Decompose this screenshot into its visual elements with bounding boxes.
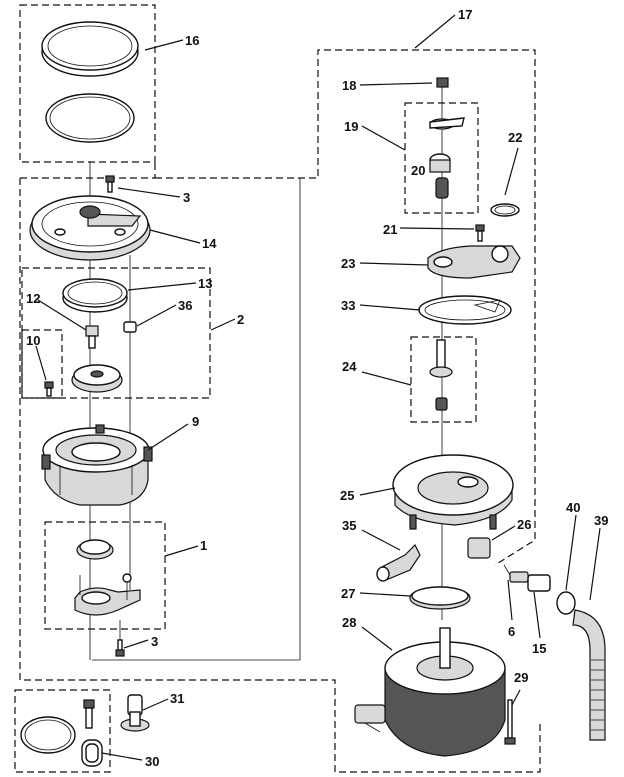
callout-28: 28 — [342, 615, 356, 630]
callout-12: 12 — [26, 291, 40, 306]
callout-6: 6 — [508, 624, 515, 639]
part-6-15-fitting — [503, 564, 551, 592]
callout-33: 33 — [341, 298, 355, 313]
part-28-motor — [354, 627, 506, 757]
callout-35: 35 — [342, 518, 356, 533]
part-40-clamp — [556, 591, 576, 615]
callout-20: 20 — [411, 163, 425, 178]
box-10 — [21, 329, 63, 399]
callout-27: 27 — [341, 586, 355, 601]
callout-24: 24 — [342, 359, 357, 374]
part-19-assembly — [429, 117, 465, 173]
callout-40: 40 — [566, 500, 580, 515]
part-12-nut — [85, 325, 99, 349]
callout-16: 16 — [185, 33, 199, 48]
part-2-impeller — [71, 364, 123, 393]
callout-21: 21 — [383, 222, 397, 237]
part-20-bushing — [435, 177, 449, 199]
callout-1: 1 — [200, 538, 207, 553]
callout-36: 36 — [178, 298, 192, 313]
part-21-screw — [475, 224, 485, 242]
box-19 — [404, 102, 479, 214]
box-1 — [44, 521, 166, 630]
callout-10: 10 — [26, 333, 40, 348]
leader-lines — [35, 14, 601, 761]
part-24-shaft — [429, 339, 453, 411]
part-39-hose — [572, 609, 606, 741]
callout-15: 15 — [532, 641, 546, 656]
callout-2: 2 — [237, 312, 244, 327]
callout-29: 29 — [514, 670, 528, 685]
part-3-screw-top — [105, 175, 115, 193]
callout-3-bottom: 3 — [151, 634, 158, 649]
part-3-screw-bottom — [115, 639, 125, 657]
callout-19: 19 — [344, 119, 358, 134]
part-23-plate — [427, 245, 521, 279]
part-9-housing — [41, 424, 153, 506]
part-18-nut — [436, 77, 449, 88]
part-36-washer — [123, 321, 137, 333]
part-31-plug — [120, 694, 150, 732]
part-35-elbow — [376, 543, 421, 582]
callout-26: 26 — [517, 517, 531, 532]
callout-14: 14 — [202, 236, 217, 251]
callout-30: 30 — [145, 754, 159, 769]
part-14-plate — [29, 195, 151, 261]
part-13-ring — [62, 278, 128, 313]
callout-25: 25 — [340, 488, 354, 503]
callout-13: 13 — [198, 276, 212, 291]
box-16 — [19, 4, 156, 163]
callout-labels: 16 17 18 19 20 21 22 23 33 24 25 35 26 2… — [26, 7, 608, 769]
part-1-grinder — [74, 539, 141, 616]
callout-9: 9 — [192, 414, 199, 429]
box-30 — [14, 689, 111, 773]
part-30-gasket-kit — [20, 699, 103, 767]
callout-39: 39 — [594, 513, 608, 528]
part-26-clip — [467, 537, 491, 559]
callout-23: 23 — [341, 256, 355, 271]
part-33-gasket — [418, 295, 512, 325]
group-boxes — [14, 4, 479, 773]
part-16-rings — [41, 21, 139, 143]
callout-3-top: 3 — [183, 190, 190, 205]
callout-31: 31 — [170, 691, 184, 706]
box-24 — [410, 336, 477, 423]
part-10-screw — [44, 381, 54, 397]
callout-17: 17 — [458, 7, 472, 22]
outline-17 — [19, 49, 541, 773]
callout-18: 18 — [342, 78, 356, 93]
part-22-oring — [490, 203, 520, 217]
part-27-disk — [409, 586, 471, 610]
part-29-screw — [504, 699, 516, 745]
callout-22: 22 — [508, 130, 522, 145]
part-25-motor-plate — [392, 454, 514, 530]
box-2 — [21, 267, 211, 399]
